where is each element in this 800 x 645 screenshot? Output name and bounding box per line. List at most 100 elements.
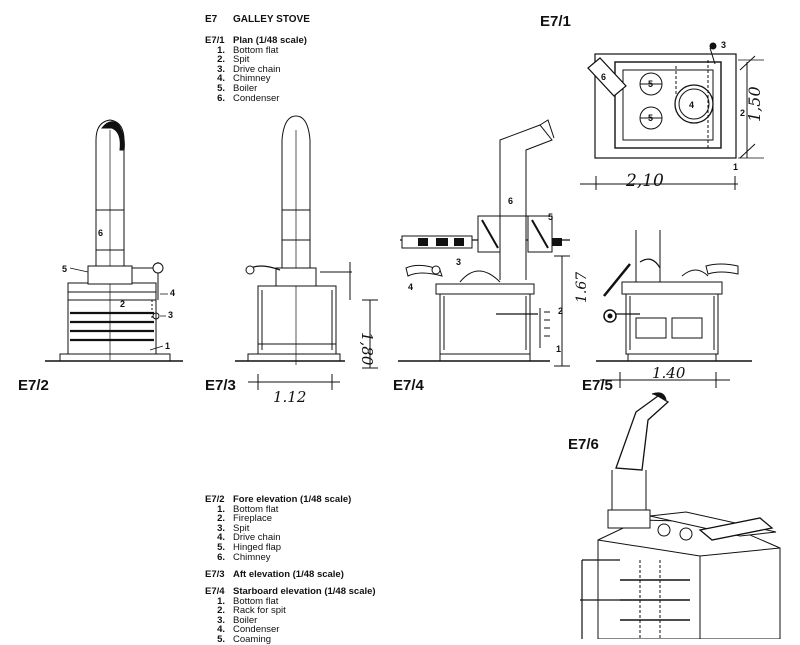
legend-item-text: Boiler	[233, 614, 258, 626]
chimney-symbol	[674, 84, 714, 124]
legend-item-number: 4.	[217, 624, 225, 636]
legend-item: 3. Spit	[205, 522, 351, 534]
side-height-dimension: 1.67	[574, 272, 590, 303]
plan-width-dimension: 2,10	[625, 171, 664, 191]
plan-condenser	[587, 57, 627, 97]
legend-item-number: 2.	[217, 513, 225, 525]
legend-item-number: 1.	[217, 595, 225, 607]
figure-label-plan: E7/1	[540, 13, 571, 30]
legend-fore-elevation: E7/2 Fore elevation (1/48 scale) 1. Bottom…	[205, 495, 351, 562]
legend-item-text: Spit	[233, 54, 250, 66]
legend-item-number: 6.	[217, 92, 225, 104]
legend-item: 4. Chimney	[205, 74, 307, 84]
legend-item: 1. Bottom flat	[205, 595, 376, 607]
plan-callout: 2	[740, 108, 745, 118]
legend-item-number: 2.	[217, 605, 225, 617]
plan-view: 2,10 1,50 3 6 5 4 5 2 1	[580, 40, 764, 191]
sheet-title: E7 GALLEY STOVE	[205, 15, 310, 25]
legend-item-number: 1.	[217, 503, 225, 515]
plan-callout: 5	[648, 79, 653, 89]
legend-item: 1. Bottom flat	[205, 503, 351, 515]
legend-header-text: Starboard elevation (1/48 scale)	[233, 586, 376, 597]
legend-item-number: 6.	[217, 551, 225, 563]
legend-fore-header: E7/2 Fore elevation (1/48 scale)	[205, 495, 351, 505]
legend-item: 6. Condenser	[205, 92, 307, 104]
legend-item-number: 4.	[217, 73, 225, 85]
legend-aft-header: E7/3 Aft elevation (1/48 scale)	[205, 570, 344, 580]
legend-item: 5. Hinged flap	[205, 543, 351, 553]
legend-item: 2. Spit	[205, 55, 307, 65]
legend-item-text: Boiler	[233, 82, 258, 94]
fore-callout: 3	[168, 310, 173, 320]
plan-callout: 3	[721, 40, 726, 50]
legend-plan-header: E7/1 Plan (1/48 scale)	[205, 36, 307, 46]
legend-item-number: 3.	[217, 63, 225, 75]
legend-item: 5. Boiler	[205, 84, 307, 94]
starboard-elevation: 1.67 6 5 3 4 2 1	[398, 119, 590, 367]
fore-elevation: 5 6 2 4 3 1	[45, 119, 183, 362]
legend-code: E7/1	[205, 35, 225, 46]
figure-label-fore: E7/2	[18, 377, 49, 394]
title-code: E7	[205, 14, 218, 25]
legend-item: 6. Chimney	[205, 551, 351, 563]
plan-depth-dimension: 1,50	[745, 86, 764, 122]
legend-item-text: Bottom flat	[233, 44, 279, 56]
port-width-dimension: 1.40	[652, 364, 686, 382]
legend-item-text: Drive chain	[233, 63, 281, 75]
legend-item-number: 5.	[217, 82, 225, 94]
legend-item-text: Chimney	[233, 73, 271, 85]
port-elevation: 1.40	[596, 230, 752, 388]
legend-item-number: 3.	[217, 614, 225, 626]
starboard-callout: 3	[456, 257, 461, 267]
fore-callout: 2	[120, 299, 125, 309]
legend-item: 3. Drive chain	[205, 63, 307, 75]
fore-callout: 1	[165, 341, 170, 351]
legend-item-number: 4.	[217, 532, 225, 544]
legend-item-text: Bottom flat	[233, 595, 279, 607]
starboard-callout: 2	[558, 306, 563, 316]
figure-label-aft: E7/3	[205, 377, 236, 394]
legend-plan: E7/1 Plan (1/48 scale) 1. Bottom flat 2. Sp…	[205, 36, 307, 103]
legend-header-text: Aft elevation (1/48 scale)	[233, 569, 344, 580]
legend-item-text: Spit	[233, 522, 250, 534]
title-text: GALLEY STOVE	[233, 14, 310, 25]
legend-aft-elevation: E7/3 Aft elevation (1/48 scale)	[205, 570, 344, 580]
legend-item-number: 2.	[217, 54, 225, 66]
legend-item: 4. Drive chain	[205, 533, 351, 543]
perspective-view	[580, 392, 781, 639]
figure-label-perspective: E7/6	[568, 436, 599, 453]
legend-code: E7/3	[205, 569, 225, 580]
legend-item-number: 1.	[217, 44, 225, 56]
legend-item: 2.Fireplace	[205, 514, 351, 524]
legend-starboard-header: E7/4 Starboard elevation (1/48 scale)	[205, 587, 376, 597]
starboard-callout: 5	[548, 212, 553, 222]
legend-item: 1. Bottom flat	[205, 44, 307, 56]
aft-height-dimension: 1,80	[358, 332, 376, 366]
plan-callout: 6	[601, 72, 606, 82]
aft-width-dimension: 1.12	[273, 388, 306, 406]
legend-item-number: 3.	[217, 522, 225, 534]
legend-item-text: Hinged flap	[233, 541, 282, 553]
plan-callout: 1	[733, 162, 738, 172]
legend-header-text: Fore elevation (1/48 scale)	[233, 494, 352, 505]
legend-item: 4. Condenser	[205, 625, 376, 635]
legend-code: E7/2	[205, 494, 225, 505]
legend-item: 3. Boiler	[205, 614, 376, 626]
fore-callout: 6	[98, 228, 103, 238]
legend-code: E7/4	[205, 586, 225, 597]
legend-item-text: Condenser	[233, 92, 280, 104]
figure-label-starboard: E7/4	[393, 377, 424, 394]
legend-item-text: Condenser	[233, 624, 280, 636]
legend-item-text: Rack for spit	[233, 605, 286, 617]
fore-callout: 4	[170, 288, 175, 298]
legend-item-text: Bottom flat	[233, 503, 279, 515]
fore-callout: 5	[62, 264, 67, 274]
figure-label-port: E7/5	[582, 377, 613, 394]
legend-header-text: Plan (1/48 scale)	[233, 35, 307, 46]
plan-callout: 4	[689, 100, 694, 110]
legend-item-text: Chimney	[233, 551, 271, 563]
legend-item-number: 5.	[217, 541, 225, 553]
legend-item-text: Drive chain	[233, 532, 281, 544]
